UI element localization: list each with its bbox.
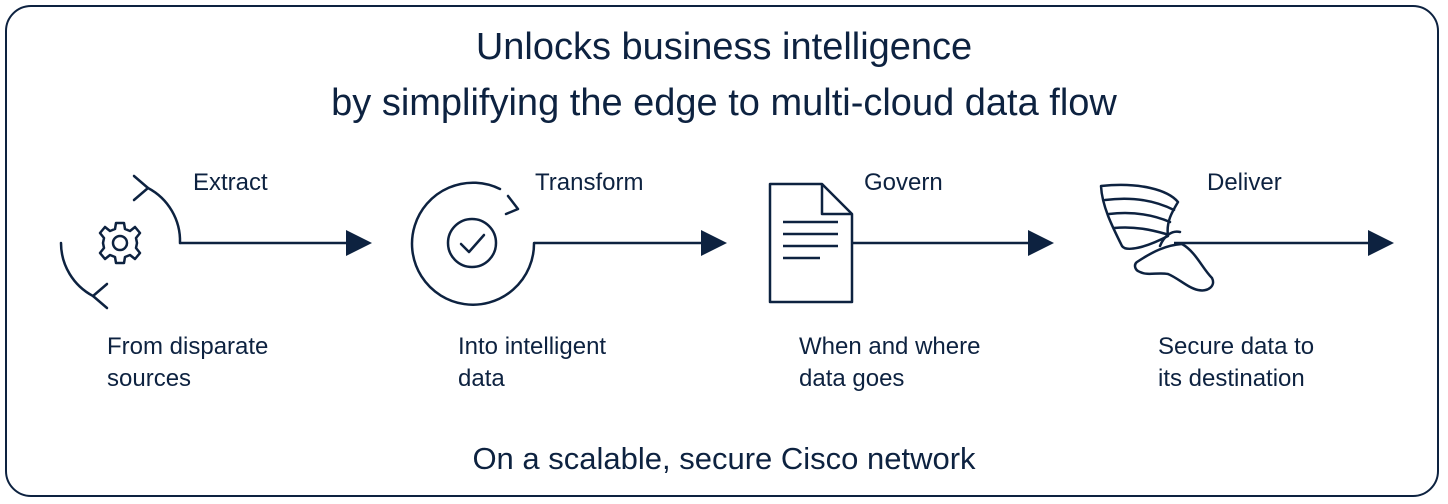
step-desc-extract-line-1: From disparate (107, 333, 269, 360)
step-desc-extract-line-2: sources (107, 365, 192, 392)
flow-arrowhead-3 (1028, 230, 1054, 256)
wing-outline (1099, 183, 1180, 250)
step-label-deliver: Deliver (1207, 169, 1282, 196)
step-label-govern: Govern (864, 169, 943, 196)
winged-foot-icon (1099, 183, 1215, 292)
step-desc-transform-line-2: data (458, 365, 505, 392)
footer-caption: On a scalable, secure Cisco network (472, 441, 976, 476)
step-desc-extract: From disparate sources (107, 331, 268, 395)
sync-gear-icon (59, 174, 182, 310)
diagram-frame (5, 5, 1439, 497)
check-inner-circle (446, 217, 498, 269)
step-desc-deliver: Secure data to its destination (1158, 331, 1314, 395)
step-desc-govern: When and where data goes (799, 331, 980, 395)
sync-arrowhead-bottom (91, 282, 109, 310)
gear-icon (98, 221, 142, 265)
check-mark (459, 233, 486, 254)
step-desc-govern-line-1: When and where (799, 333, 981, 360)
title-line-2: by simplifying the edge to multi-cloud d… (331, 82, 1117, 124)
step-desc-deliver-line-1: Secure data to (1158, 333, 1315, 360)
step-label-extract: Extract (193, 169, 268, 196)
step-desc-govern-line-2: data goes (799, 365, 905, 392)
transform-arc (410, 181, 536, 306)
document-icon (768, 182, 854, 304)
step-desc-transform-line-1: Into intelligent (458, 333, 607, 360)
transform-arc-arrowhead (504, 194, 520, 216)
flow-arrowhead-2 (701, 230, 727, 256)
step-desc-transform: Into intelligent data (458, 331, 606, 395)
sync-arrowhead-top (132, 174, 150, 202)
sync-arc-top (146, 186, 182, 245)
foot-outline (1133, 242, 1215, 292)
title-line-1: Unlocks business intelligence (475, 26, 973, 68)
check-circle-icon (410, 181, 536, 306)
step-desc-deliver-line-2: its destination (1158, 365, 1305, 392)
flow-arrowhead-4 (1368, 230, 1394, 256)
flow-arrowhead-1 (346, 230, 372, 256)
step-label-transform: Transform (535, 169, 644, 196)
sync-arc-bottom (59, 241, 95, 298)
